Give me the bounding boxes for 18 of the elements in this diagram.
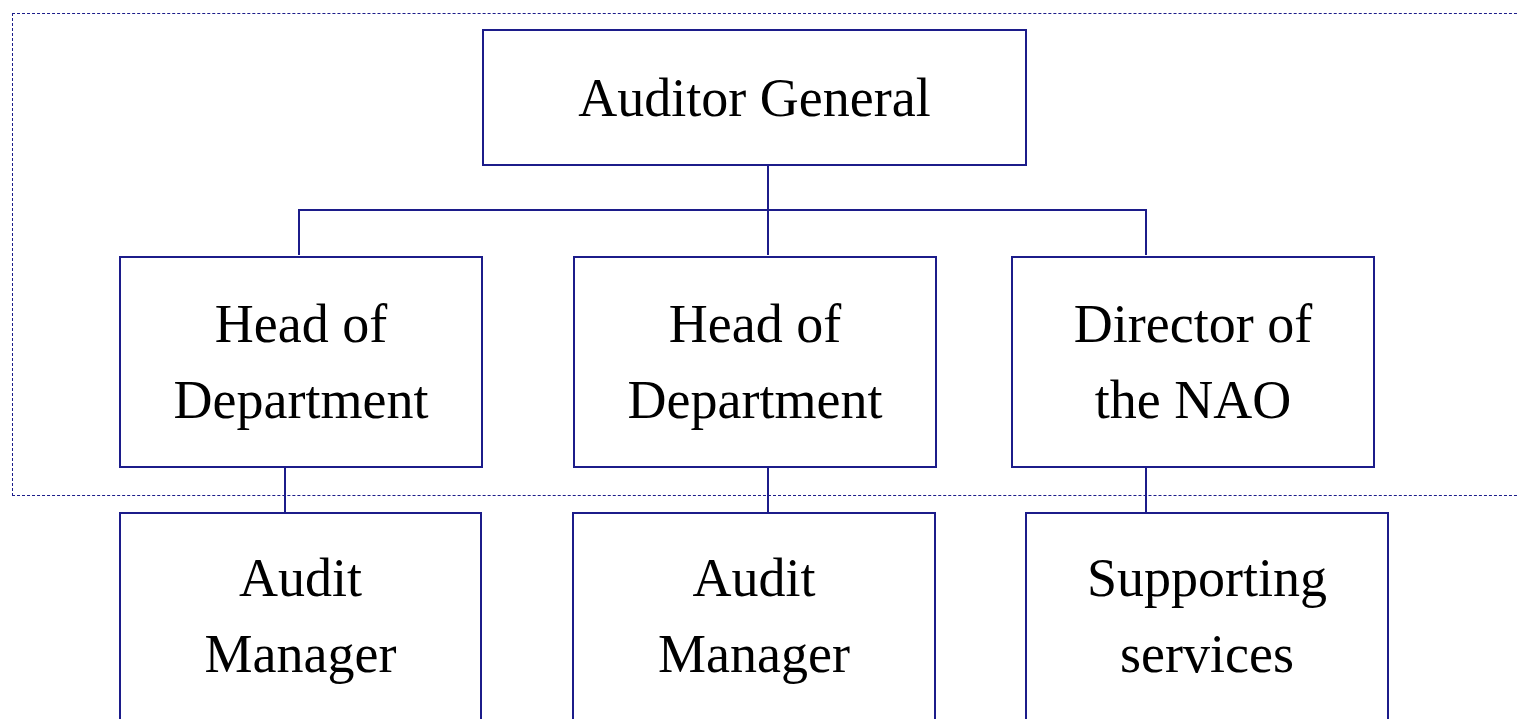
role-box (119, 512, 482, 719)
role-label: Audit Manager (657, 547, 851, 686)
role-box (119, 256, 483, 468)
role-label: Audit Manager (203, 547, 398, 686)
role-label: Auditor General (578, 66, 931, 130)
role-label: Head of Department (172, 293, 430, 432)
role-box (1025, 512, 1389, 719)
connector-line (767, 466, 769, 513)
role-label: Supporting services (1086, 547, 1328, 686)
role-label: Director of the NAO (1072, 293, 1314, 432)
connector-line (284, 466, 286, 513)
role-label: Head of Department (626, 293, 884, 432)
role-box (482, 29, 1027, 166)
group-frame (12, 13, 1517, 496)
connector-line (1145, 466, 1147, 513)
role-box (1011, 256, 1375, 468)
role-box (572, 512, 936, 719)
role-box (573, 256, 937, 468)
